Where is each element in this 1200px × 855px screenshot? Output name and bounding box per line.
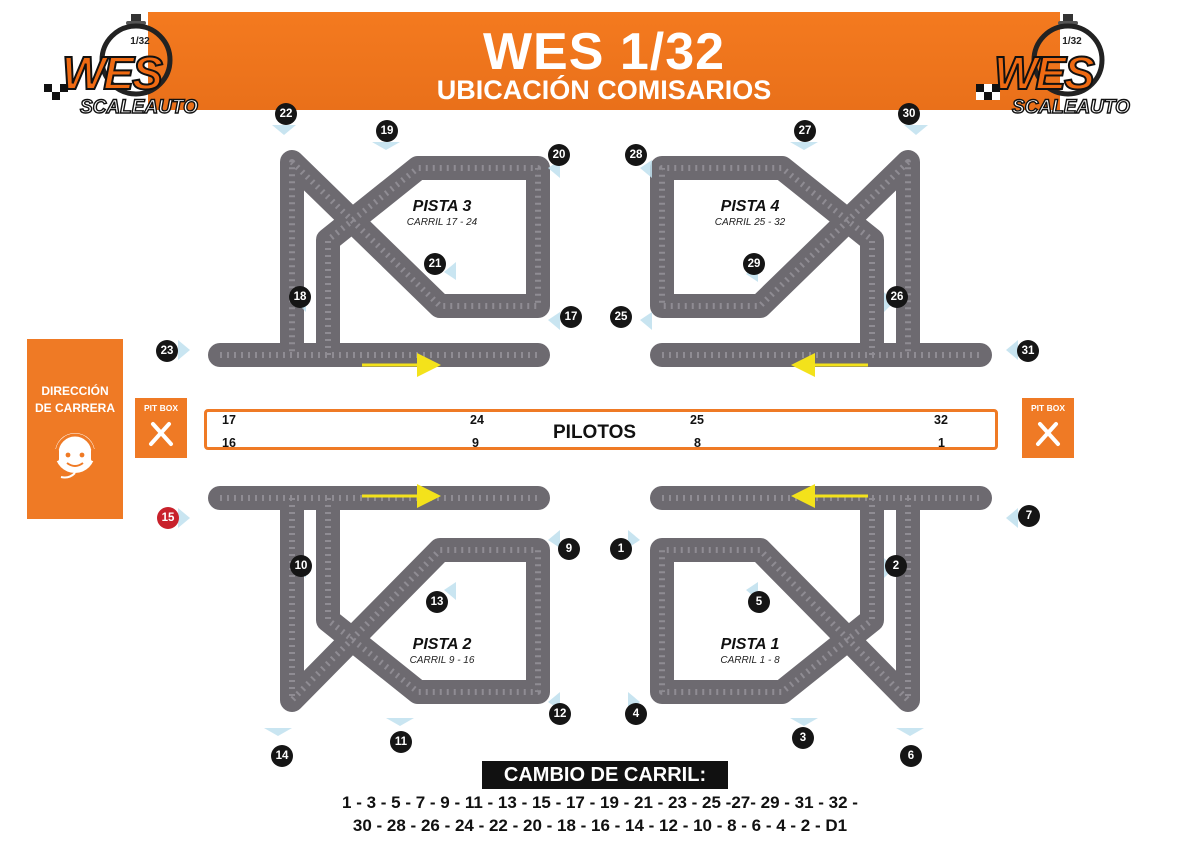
- pit-box-left: PIT BOX: [135, 398, 187, 458]
- pilots-label: PILOTOS: [553, 422, 637, 443]
- marshal-badge: 26: [886, 286, 908, 308]
- logo-tagline: SCALEAUTO: [79, 97, 198, 118]
- marshal-badge: 14: [271, 745, 293, 767]
- marshal-badge: 5: [748, 591, 770, 613]
- lane-change-title: CAMBIO DE CARRIL:: [482, 761, 728, 789]
- page-title: WES 1/32: [482, 23, 726, 81]
- stopwatch-icon: [44, 14, 173, 100]
- marshal-badge-highlight: 15: [157, 507, 179, 529]
- pilot-number: 24: [470, 413, 484, 427]
- marshal-badge: 12: [549, 703, 571, 725]
- logo-tagline: SCALEAUTO: [1011, 97, 1130, 118]
- marshal-badge: 1: [610, 538, 632, 560]
- pilot-number: 17: [222, 413, 236, 427]
- marshal-badge: 7: [1018, 505, 1040, 527]
- pilot-number: 25: [690, 413, 704, 427]
- logo-word: WES: [61, 47, 164, 99]
- page-subtitle: UBICACIÓN COMISARIOS: [436, 75, 772, 105]
- pit-box-right: PIT BOX: [1022, 398, 1074, 458]
- pilot-number: 16: [222, 436, 236, 450]
- track-pista-1: [650, 484, 992, 712]
- pilot-number: 32: [934, 413, 948, 427]
- marshal-badge: 2: [885, 555, 907, 577]
- marshal-badge: 13: [426, 591, 448, 613]
- marshal-badge: 29: [743, 253, 765, 275]
- marshal-badge: 4: [625, 703, 647, 725]
- pit-box-label: PIT BOX: [1030, 403, 1065, 413]
- marshal-badge: 17: [560, 306, 582, 328]
- marshal-badge: 3: [792, 727, 814, 749]
- logo-scale: 1/32: [130, 36, 150, 47]
- marshal-badge: 9: [558, 538, 580, 560]
- wes-logo-right: 1/32 WES SCALEAUTO: [972, 14, 1172, 126]
- marshal-badge: 10: [290, 555, 312, 577]
- track-pista-3: [208, 150, 550, 377]
- header-banner: WES 1/32 UBICACIÓN COMISARIOS: [148, 12, 1060, 110]
- marshal-badge: 6: [900, 745, 922, 767]
- marshal-badge: 21: [424, 253, 446, 275]
- marshal-badge: 27: [794, 120, 816, 142]
- logo-word: WES: [993, 47, 1096, 99]
- marshal-badge: 22: [275, 103, 297, 125]
- tools-icon: [149, 422, 173, 446]
- track-pista-4: [650, 150, 992, 377]
- marshal-badge: 19: [376, 120, 398, 142]
- logo-scale: 1/32: [1062, 36, 1082, 47]
- marshal-badge: 30: [898, 103, 920, 125]
- track-pista-2: [208, 484, 550, 712]
- marshal-view-wedges: [178, 125, 1018, 736]
- marshal-badge: 23: [156, 340, 178, 362]
- marshal-badge: 20: [548, 144, 570, 166]
- pilot-number: 1: [938, 436, 945, 450]
- marshal-badge: 25: [610, 306, 632, 328]
- pilot-number: 8: [694, 436, 701, 450]
- wes-logo-left: 1/32 WES SCALEAUTO: [40, 14, 240, 126]
- lane-change-sequence-1: 1 - 3 - 5 - 7 - 9 - 11 - 13 - 15 - 17 - …: [342, 793, 858, 812]
- lane-change-sequence-2: 30 - 28 - 26 - 24 - 22 - 20 - 18 - 16 - …: [352, 816, 848, 835]
- marshal-badge: 18: [289, 286, 311, 308]
- marshal-badge: 11: [390, 731, 412, 753]
- stopwatch-icon: [976, 14, 1105, 100]
- pilot-number: 9: [472, 436, 479, 450]
- headset-person-icon: [53, 433, 97, 479]
- pilots-area: [204, 409, 998, 450]
- pit-box-label: PIT BOX: [143, 403, 178, 413]
- marshal-badge: 28: [625, 144, 647, 166]
- marshal-badge: 31: [1017, 340, 1039, 362]
- tools-icon: [1036, 422, 1060, 446]
